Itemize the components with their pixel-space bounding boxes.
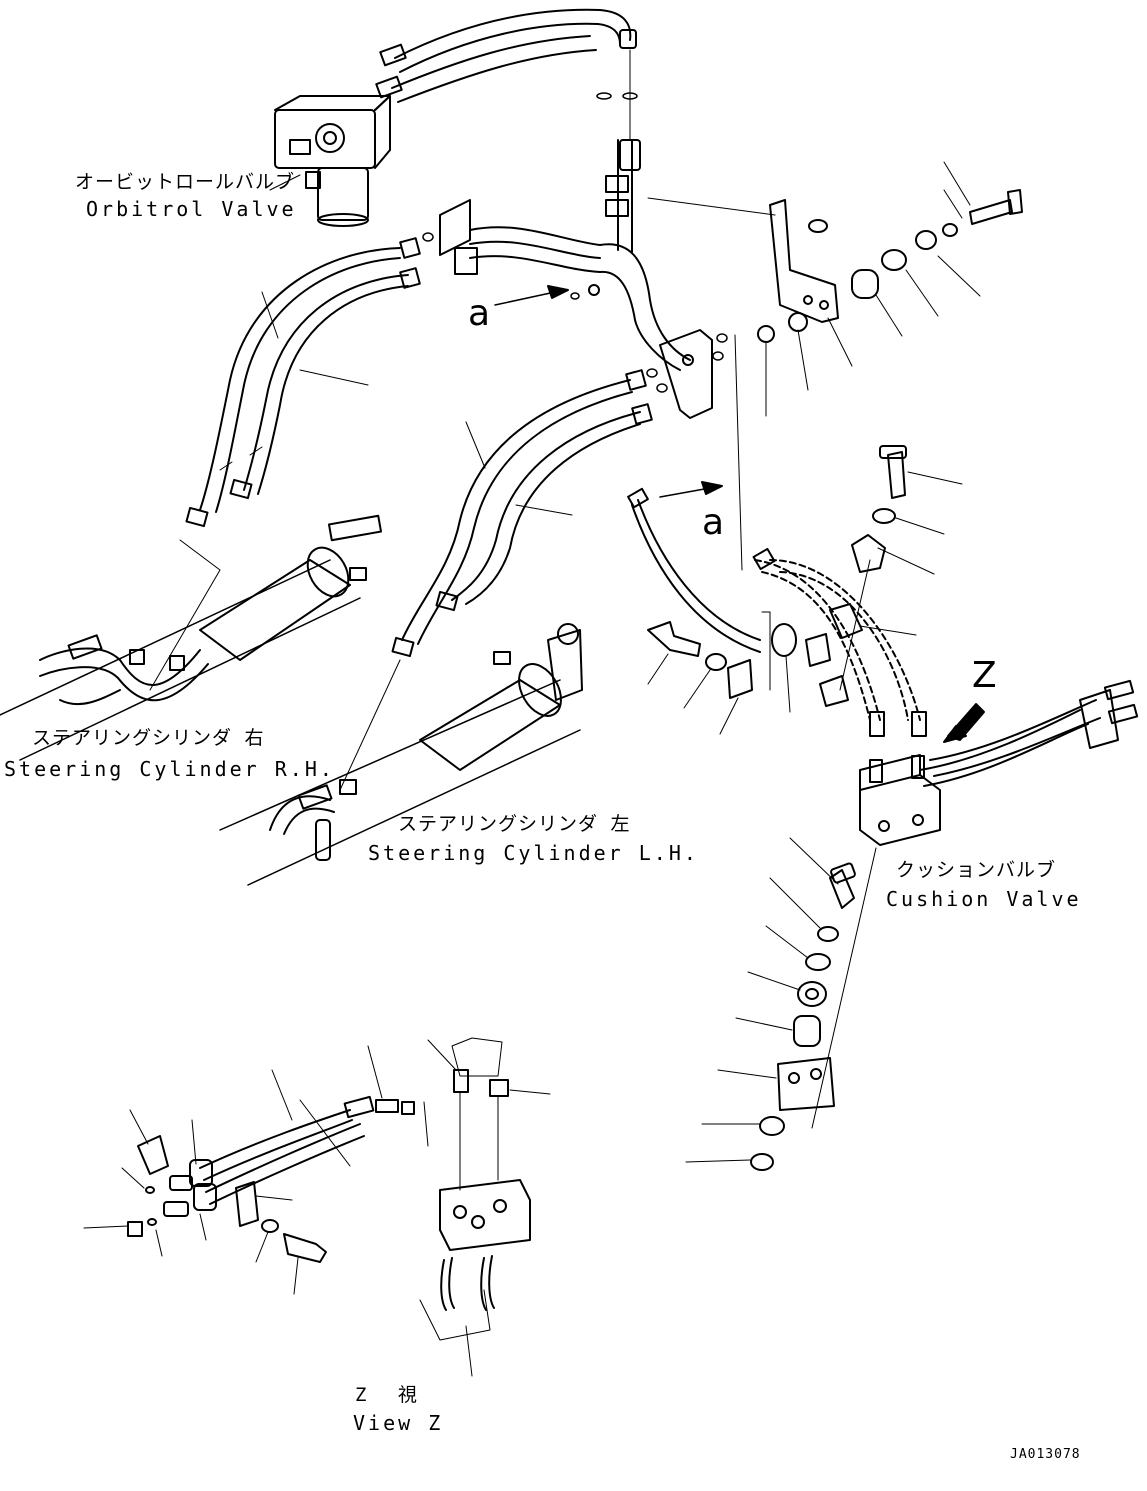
- orbitrol-valve-label-en: Orbitrol Valve: [86, 197, 297, 221]
- hose-pair-lh: [391, 369, 653, 658]
- view-z-arrow-label: Z: [972, 655, 997, 696]
- steering-cylinder-lh-label-jp: ステアリングシリンダ 左: [398, 813, 631, 835]
- orbitrol-valve-label-jp: オービットロールバルブ: [75, 171, 296, 193]
- hose-pair-rh: [185, 237, 421, 528]
- view-z-label-jp: Z 視: [355, 1384, 427, 1406]
- reference-a-lower: a: [702, 502, 725, 543]
- steering-cylinder-rh-label-jp: ステアリングシリンダ 右: [32, 727, 265, 749]
- cushion-hose-lines: [627, 487, 927, 737]
- cushion-valve-label-jp: クッションバルブ: [896, 859, 1057, 881]
- bracket-assembly-upper: [757, 161, 1023, 417]
- steering-cylinder-rh-label-en: Steering Cylinder R.H.: [4, 757, 335, 781]
- mounting-stack: [685, 837, 877, 1171]
- clamp-parts-mid: [647, 445, 963, 735]
- view-z-label-en: View Z: [353, 1411, 444, 1435]
- drawing-code: JA013078: [1010, 1447, 1081, 1462]
- steering-cylinder-lh-label-en: Steering Cylinder L.H.: [368, 841, 699, 865]
- central-pipe-manifold: [422, 139, 776, 419]
- steering-cylinder-rh: [0, 514, 383, 761]
- cushion-valve-label-en: Cushion Valve: [886, 887, 1082, 911]
- reference-a-upper: a: [468, 293, 491, 334]
- reference-arrows: [494, 285, 743, 571]
- steering-cylinder-lh: [219, 623, 583, 886]
- upper-hose-assembly: [375, 8, 638, 141]
- label-leaders: [269, 174, 301, 191]
- orbitrol-valve: [274, 95, 391, 227]
- view-z-detail: [83, 1037, 551, 1377]
- cushion-valve: [859, 679, 1139, 846]
